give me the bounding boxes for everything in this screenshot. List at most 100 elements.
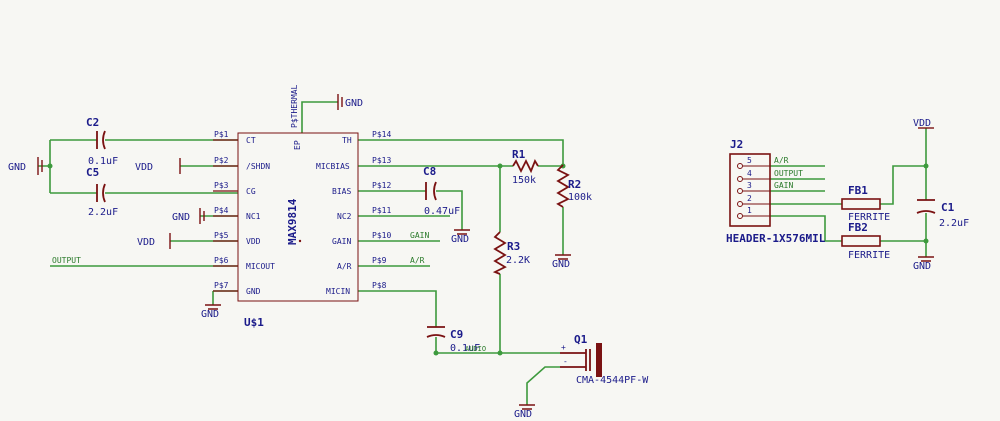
c1-value: 2.2uF xyxy=(939,218,969,229)
fb2-ref: FB2 xyxy=(848,221,868,234)
q1-minus: - xyxy=(563,357,568,366)
capacitor-c9[interactable]: C9 0.1uF xyxy=(426,326,480,354)
c8-value: 0.47uF xyxy=(424,206,460,217)
q1-value: CMA-4544PF-W xyxy=(576,375,649,386)
r2-ref: R2 xyxy=(568,178,581,191)
pin-name: /SHDN xyxy=(246,162,270,171)
fb1-value: FERRITE xyxy=(848,212,890,223)
pin-name: MICOUT xyxy=(246,262,275,271)
pin-num: P$11 xyxy=(372,206,391,215)
j2-pin-num: 3 xyxy=(747,181,752,190)
j2-ref: J2 xyxy=(730,138,743,151)
resistor-r3[interactable]: R3 2.2K xyxy=(492,231,530,275)
j2-pin-num: 4 xyxy=(747,169,752,178)
pin-num: P$6 xyxy=(214,256,229,265)
capacitor-c8[interactable]: C8 0.47uF xyxy=(423,165,460,217)
c9-ref: C9 xyxy=(450,328,463,341)
gnd-label: GND xyxy=(172,212,190,223)
ic-left-pins: P$1 P$2 P$3 P$4 P$5 P$6 P$7 CT /SHDN CG … xyxy=(213,130,275,296)
gnd-label: GND xyxy=(913,261,931,272)
ic-pin-thermal: P$THERMAL xyxy=(290,84,299,128)
power-symbols: GND GND VDD GND VDD GND GND GND GND VDD … xyxy=(8,94,934,420)
j2-pin-num: 1 xyxy=(747,206,752,215)
ic-ref-label: U$1 xyxy=(244,316,264,329)
pin-name: A/R xyxy=(337,262,352,271)
j2-value: HEADER-1X576MIL xyxy=(726,232,826,245)
c8-ref: C8 xyxy=(423,165,436,178)
ferrite-fb1[interactable]: FB1 FERRITE xyxy=(841,184,890,223)
q1-plus: + xyxy=(561,343,566,352)
c2-ref: C2 xyxy=(86,116,99,129)
gnd-label: GND xyxy=(514,409,532,420)
pin-name: NC1 xyxy=(246,212,261,221)
ferrite-fb2[interactable]: FB2 FERRITE xyxy=(841,221,890,261)
pin-name: GND xyxy=(246,287,261,296)
c9-value: 0.1uF xyxy=(450,343,480,354)
vdd-label: VDD xyxy=(137,237,155,248)
gnd-label: GND xyxy=(8,162,26,173)
wires xyxy=(38,101,927,405)
c2-value: 0.1uF xyxy=(88,156,118,167)
r2-value: 100k xyxy=(568,192,592,203)
net-label-ar: A/R xyxy=(774,156,789,165)
vdd-label: VDD xyxy=(135,162,153,173)
net-label-output: OUTPUT xyxy=(52,256,81,265)
net-label-gain: GAIN xyxy=(774,181,793,190)
j2-pin-num: 5 xyxy=(747,156,752,165)
ic-right-pins: P$14 P$13 P$12 P$11 P$10 P$9 P$8 TH MICB… xyxy=(316,130,391,296)
resistor-r2[interactable]: R2 100k xyxy=(556,164,592,208)
net-labels: OUTPUT GAIN A/R A/R OUTPUT GAIN xyxy=(52,156,803,265)
pin-num: P$14 xyxy=(372,130,391,139)
q1-ref: Q1 xyxy=(574,333,588,346)
resistor-r1[interactable]: R1 150k xyxy=(512,148,539,186)
capacitor-c2[interactable]: C2 0.1uF xyxy=(86,116,118,167)
r1-ref: R1 xyxy=(512,148,526,161)
pin-name: CG xyxy=(246,187,256,196)
gnd-label: GND xyxy=(201,309,219,320)
pin-num: P$5 xyxy=(214,231,229,240)
pin-num: P$8 xyxy=(372,281,387,290)
c5-ref: C5 xyxy=(86,166,99,179)
audio-net-label: AUDIO xyxy=(465,345,486,353)
header-j2[interactable]: 5 4 3 2 1 J2 HEADER-1X576MIL xyxy=(726,138,826,245)
r3-value: 2.2K xyxy=(506,255,530,266)
capacitor-c5[interactable]: C5 2.2uF xyxy=(86,166,118,218)
j2-pin-num: 2 xyxy=(747,194,752,203)
pin-num: P$10 xyxy=(372,231,391,240)
pin-num: P$12 xyxy=(372,181,391,190)
pin-num: P$2 xyxy=(214,156,229,165)
gnd-label: GND xyxy=(345,98,363,109)
pin-num: P$4 xyxy=(214,206,229,215)
capacitor-c1[interactable]: C1 2.2uF xyxy=(916,199,969,229)
c1-ref: C1 xyxy=(941,201,955,214)
gnd-label: GND xyxy=(552,259,570,270)
r1-value: 150k xyxy=(512,175,536,186)
net-label-gain: GAIN xyxy=(410,231,429,240)
pin-name: CT xyxy=(246,136,256,145)
pin-num: P$13 xyxy=(372,156,391,165)
pin-name: TH xyxy=(342,136,352,145)
net-label-ar: A/R xyxy=(410,256,425,265)
pin-num: P$1 xyxy=(214,130,229,139)
microphone-q1[interactable]: + - Q1 CMA-4544PF-W AUDIO xyxy=(465,333,649,386)
net-label-output: OUTPUT xyxy=(774,169,803,178)
pin-name: GAIN xyxy=(332,237,351,246)
fb1-ref: FB1 xyxy=(848,184,868,197)
pin-name: MICBIAS xyxy=(316,162,350,171)
pin-name: VDD xyxy=(246,237,261,246)
pin-num: P$9 xyxy=(372,256,387,265)
ic-part-label: MAX9814 xyxy=(286,198,299,245)
vdd-label: VDD xyxy=(913,118,931,129)
pin-name: NC2 xyxy=(337,212,352,221)
fb2-value: FERRITE xyxy=(848,250,890,261)
pin-name: MICIN xyxy=(326,287,350,296)
pin-num: P$7 xyxy=(214,281,229,290)
pin-name: BIAS xyxy=(332,187,351,196)
pin-num: P$3 xyxy=(214,181,229,190)
ic-u1-max9814[interactable]: MAX9814 U$1 EP P$THERMAL P$1 P$2 P$3 P$4… xyxy=(213,84,391,329)
ic-pin-ep: EP xyxy=(293,140,302,150)
c5-value: 2.2uF xyxy=(88,207,118,218)
gnd-label: GND xyxy=(451,234,469,245)
r3-ref: R3 xyxy=(507,240,520,253)
